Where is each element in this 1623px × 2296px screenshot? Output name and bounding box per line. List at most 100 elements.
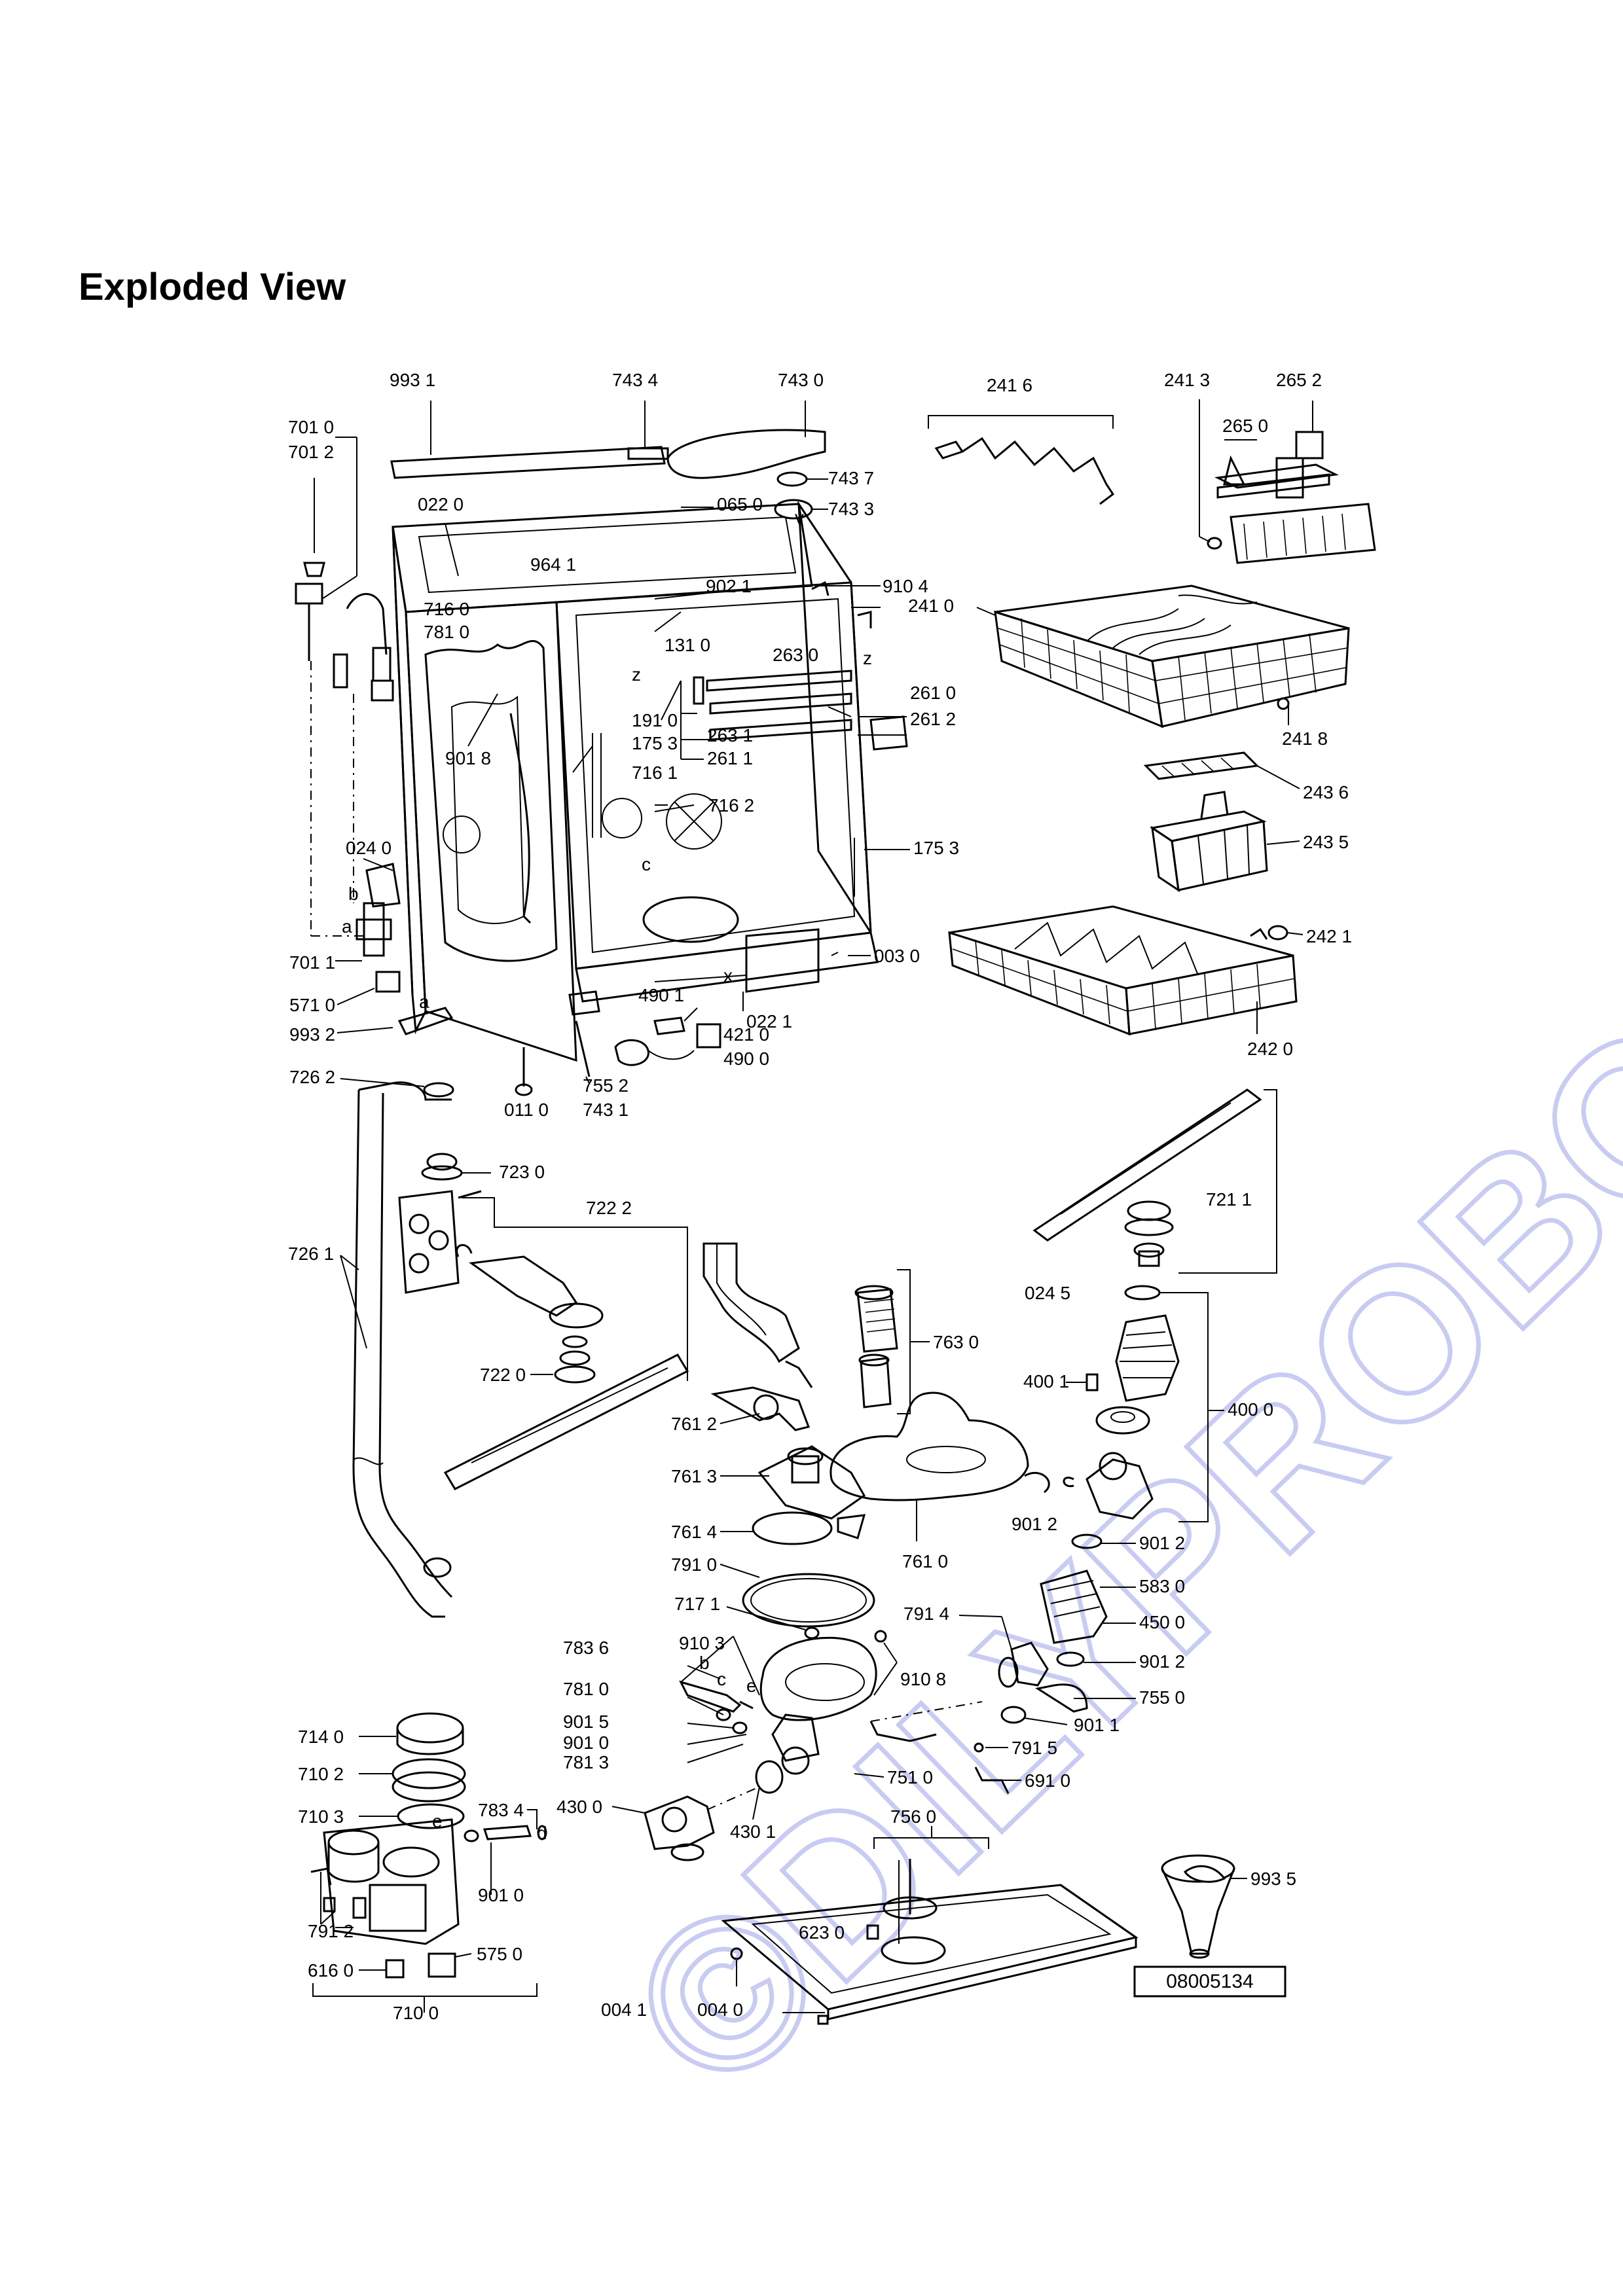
part-label: 743 3 xyxy=(828,499,874,519)
part-label: 993 5 xyxy=(1250,1869,1296,1889)
part-label: 241 8 xyxy=(1282,728,1328,749)
part-label: 722 0 xyxy=(480,1365,526,1385)
part-label: 743 1 xyxy=(583,1100,629,1120)
part-label: 901 2 xyxy=(1012,1514,1057,1534)
part-label: 583 0 xyxy=(1139,1576,1185,1596)
part-label: 901 5 xyxy=(563,1712,609,1732)
part-label: 241 6 xyxy=(987,375,1032,395)
rail-clip-241-6 xyxy=(928,415,1115,505)
letter-mark: a xyxy=(419,992,429,1012)
letter-mark: b xyxy=(348,884,359,904)
part-label: 242 1 xyxy=(1306,926,1352,946)
part-label: 490 1 xyxy=(638,985,684,1005)
part-label: 430 1 xyxy=(730,1821,776,1842)
part-label: 241 0 xyxy=(908,596,954,616)
part-label: 763 0 xyxy=(933,1332,979,1352)
part-label: 400 1 xyxy=(1023,1371,1069,1391)
sump-751-0 xyxy=(679,1564,983,1794)
part-label: 717 1 xyxy=(674,1594,720,1614)
part-label: 761 0 xyxy=(902,1551,948,1571)
lower-basket-242-0 xyxy=(948,905,1304,1036)
base-plate-004-0 xyxy=(721,1826,1139,2025)
part-label: 716 2 xyxy=(708,795,754,816)
part-labels: 993 1 743 4 743 0 241 6 241 3 265 2 701 … xyxy=(288,370,1352,2023)
part-label: 004 0 xyxy=(697,2000,743,2020)
part-label: 783 4 xyxy=(478,1800,524,1820)
part-label: 175 3 xyxy=(913,838,959,858)
letter-mark: b xyxy=(699,1653,710,1673)
part-label: 901 1 xyxy=(1074,1715,1120,1735)
part-label: 004 1 xyxy=(601,2000,647,2020)
part-label: 065 0 xyxy=(717,494,763,514)
part-label: 726 2 xyxy=(289,1067,335,1087)
part-label: 243 5 xyxy=(1303,832,1349,852)
part-label: 710 2 xyxy=(298,1764,344,1784)
part-label: 701 0 xyxy=(288,417,334,437)
part-label: 710 3 xyxy=(298,1806,344,1827)
part-label: 791 0 xyxy=(671,1554,717,1575)
rail-parts-241-3-265 xyxy=(1199,399,1376,564)
part-label: 261 2 xyxy=(910,709,956,729)
part-label: 716 0 xyxy=(424,599,469,619)
reference-number: 08005134 xyxy=(1166,1971,1253,1992)
letter-mark: e xyxy=(746,1676,757,1696)
part-label: 024 5 xyxy=(1025,1283,1070,1303)
letter-mark: x xyxy=(723,965,733,986)
part-label: 701 2 xyxy=(288,442,334,462)
part-label: 721 1 xyxy=(1206,1189,1252,1210)
part-label: 901 8 xyxy=(445,748,491,768)
upper-basket-241-0 xyxy=(976,584,1350,728)
letter-marks: b a a z z c x v b c e d e xyxy=(342,507,872,1843)
part-label: 743 4 xyxy=(612,370,658,390)
part-label: 616 0 xyxy=(308,1960,354,1981)
small-parts-under-tub xyxy=(515,990,721,1096)
part-label: 791 2 xyxy=(308,1921,354,1941)
pipe-761-parts xyxy=(702,1242,866,1545)
part-label: 781 0 xyxy=(563,1679,609,1699)
rod-743-4 xyxy=(627,401,669,460)
part-label: 022 1 xyxy=(746,1011,792,1031)
letter-mark: a xyxy=(342,916,352,937)
top-strip-993-1 xyxy=(390,401,666,479)
spray-arm-721-1 xyxy=(1032,1088,1277,1274)
part-label: 761 4 xyxy=(671,1522,717,1542)
letter-mark: z xyxy=(632,664,641,685)
salt-container-710 xyxy=(310,1712,547,2013)
part-label: 261 1 xyxy=(707,748,753,768)
part-label: 263 0 xyxy=(773,645,818,665)
part-label: 743 7 xyxy=(828,468,874,488)
tub-022-0 xyxy=(363,500,910,1062)
valve-block-722 xyxy=(398,1190,689,1490)
part-label: 241 3 xyxy=(1164,370,1210,390)
part-label: 701 1 xyxy=(289,952,335,973)
part-label: 791 4 xyxy=(903,1604,949,1624)
funnel-993-5 xyxy=(1161,1854,1247,1959)
part-label: 714 0 xyxy=(298,1727,344,1747)
part-label: 993 2 xyxy=(289,1024,335,1045)
letter-mark: v xyxy=(795,507,804,528)
part-label: 901 0 xyxy=(563,1732,609,1753)
reference-box: 08005134 xyxy=(1133,1965,1286,1998)
cutlery-basket-243 xyxy=(1143,751,1300,893)
part-label: 263 1 xyxy=(707,725,753,745)
water-pipe-726 xyxy=(340,1078,491,1618)
part-label: 781 3 xyxy=(563,1752,609,1772)
part-label: 003 0 xyxy=(874,946,920,966)
part-label: 243 6 xyxy=(1303,782,1349,802)
part-label: 902 1 xyxy=(706,576,752,596)
part-label: 400 0 xyxy=(1228,1399,1273,1420)
part-label: 575 0 xyxy=(477,1944,522,1964)
part-label: 910 8 xyxy=(900,1669,946,1689)
part-label: 011 0 xyxy=(504,1100,549,1120)
part-label: 756 0 xyxy=(890,1806,936,1827)
part-label: 571 0 xyxy=(289,995,335,1015)
part-label: 623 0 xyxy=(799,1922,845,1943)
part-label: 691 0 xyxy=(1025,1770,1070,1791)
part-label: 022 0 xyxy=(418,494,464,514)
part-label: 265 2 xyxy=(1276,370,1322,390)
part-label: 755 0 xyxy=(1139,1687,1185,1708)
pump-430-0 xyxy=(611,1786,760,1861)
letter-mark: z xyxy=(863,648,872,668)
